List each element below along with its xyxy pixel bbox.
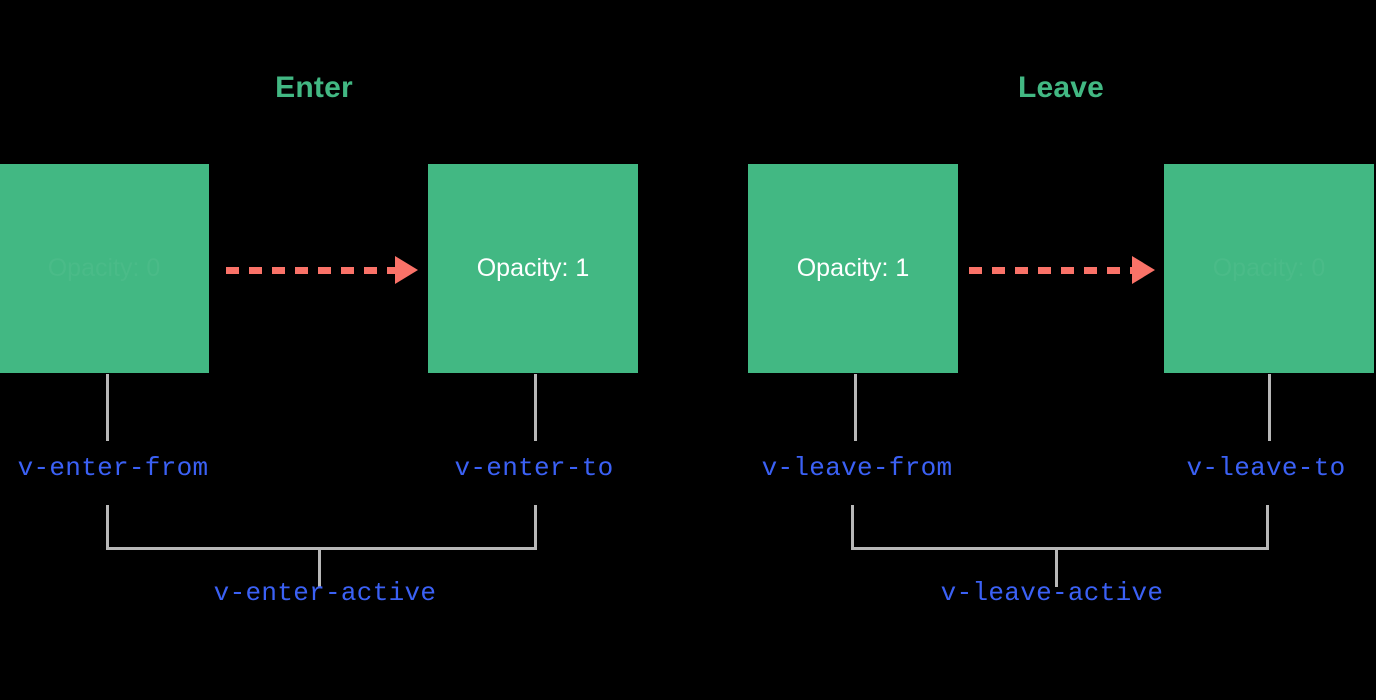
box-enter-from: Opacity: 0 <box>0 164 209 373</box>
class-label-v-enter-active: v-enter-active <box>213 578 437 608</box>
arrow-head-leave <box>1132 256 1155 284</box>
connector-enter-from <box>106 374 109 441</box>
box-leave-to: Opacity: 0 <box>1164 164 1374 373</box>
arrow-shaft-enter <box>226 266 396 274</box>
bracket-leave-active <box>851 505 1269 550</box>
arrow-head-enter <box>395 256 418 284</box>
box-leave-to-label: Opacity: 0 <box>1213 256 1326 281</box>
connector-enter-to <box>534 374 537 441</box>
bracket-stem-leave-active <box>1055 547 1058 587</box>
bracket-stem-enter-active <box>318 547 321 587</box>
bracket-enter-active <box>106 505 537 550</box>
box-enter-from-label: Opacity: 0 <box>48 256 161 281</box>
box-enter-to-label: Opacity: 1 <box>476 254 590 282</box>
class-label-v-leave-to: v-leave-to <box>1186 453 1346 483</box>
connector-leave-to <box>1268 374 1271 441</box>
connector-leave-from <box>854 374 857 441</box>
class-label-v-leave-active: v-leave-active <box>940 578 1164 608</box>
class-label-v-enter-from: v-enter-from <box>17 453 209 483</box>
box-leave-from-label: Opacity: 1 <box>796 254 910 282</box>
arrow-shaft-leave <box>969 266 1133 274</box>
class-label-v-enter-to: v-enter-to <box>454 453 614 483</box>
section-title-leave: Leave <box>1017 71 1105 104</box>
class-label-v-leave-from: v-leave-from <box>761 453 953 483</box>
dashed-arrow-right-icon-enter <box>226 256 418 284</box>
box-leave-from: Opacity: 1 <box>748 164 958 373</box>
dashed-arrow-right-icon-leave <box>969 256 1155 284</box>
box-enter-to: Opacity: 1 <box>428 164 638 373</box>
section-title-enter: Enter <box>275 71 353 104</box>
